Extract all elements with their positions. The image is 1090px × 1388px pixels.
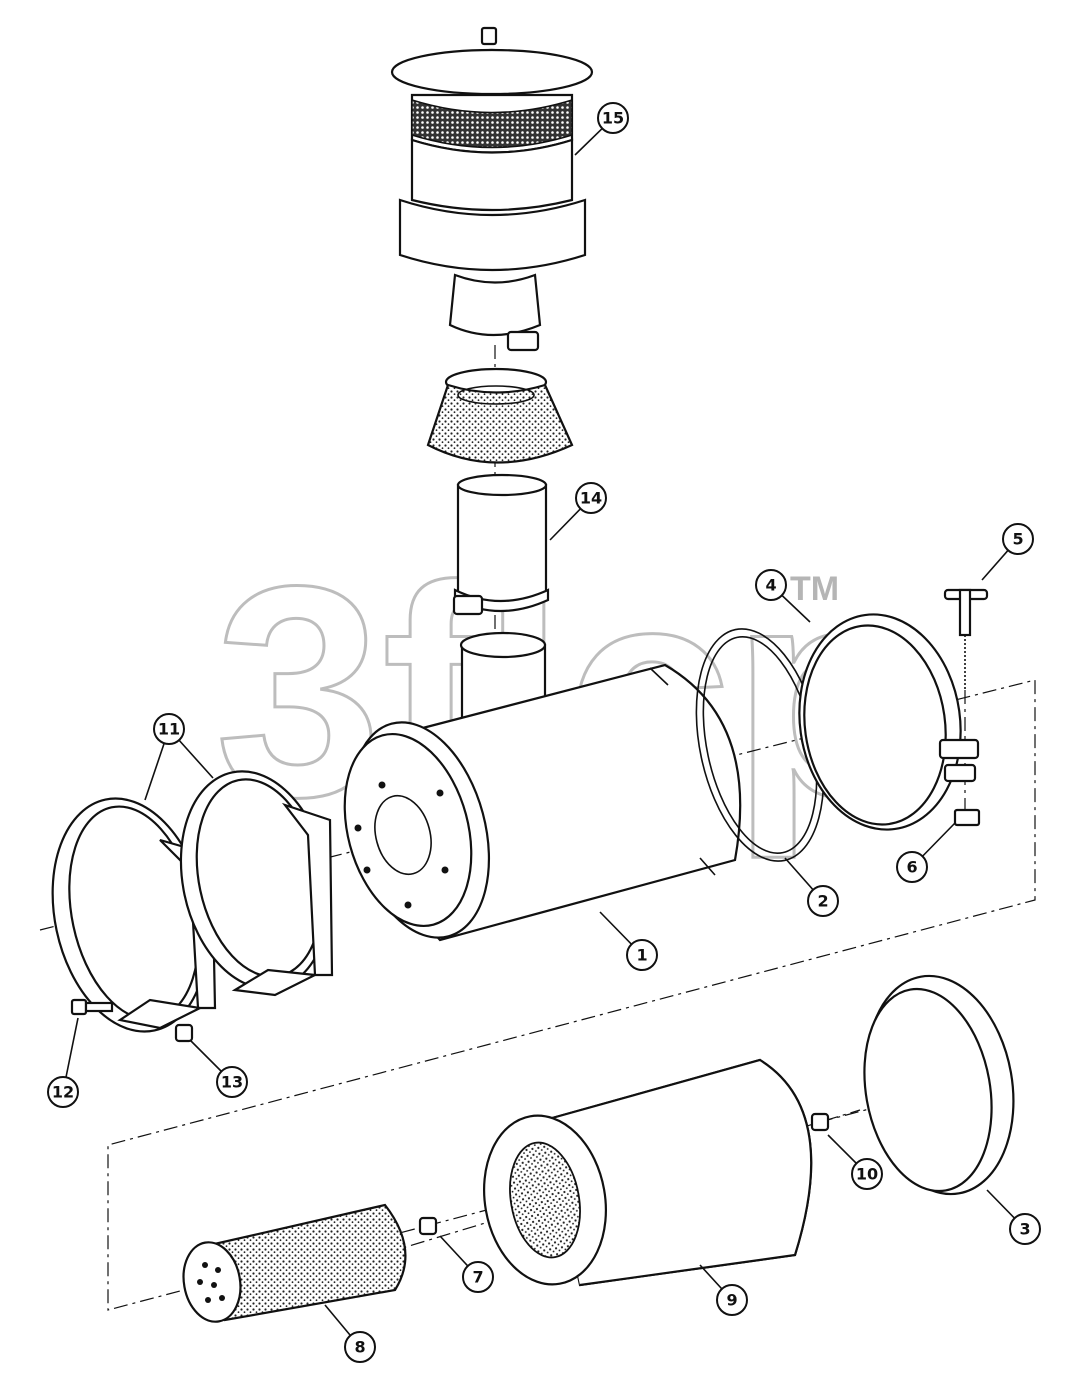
svg-text:6: 6 [906, 858, 917, 877]
inlet-tube [452, 473, 550, 616]
callout-4: 4 [755, 569, 787, 601]
callout-8: 8 [344, 1331, 376, 1363]
watermark-tm: TM [790, 570, 839, 608]
element-nut-outer [810, 1112, 830, 1132]
callout-15: 15 [597, 102, 629, 134]
svg-text:10: 10 [856, 1165, 878, 1184]
callout-12: 12 [47, 1076, 79, 1108]
callout-1: 1 [626, 939, 658, 971]
svg-text:3: 3 [1019, 1220, 1030, 1239]
svg-text:14: 14 [580, 489, 602, 508]
callout-6: 6 [896, 851, 928, 883]
svg-text:4: 4 [765, 576, 776, 595]
callout-13: 13 [216, 1066, 248, 1098]
svg-text:8: 8 [354, 1338, 365, 1357]
callout-5: 5 [1002, 523, 1034, 555]
clamp-band [798, 613, 980, 831]
callout-2: 2 [807, 885, 839, 917]
callout-14: 14 [575, 482, 607, 514]
callout-10: 10 [851, 1158, 883, 1190]
svg-text:7: 7 [472, 1268, 483, 1287]
mounting-straps [51, 770, 334, 1033]
svg-text:12: 12 [52, 1083, 74, 1102]
strap-nut [174, 1023, 194, 1043]
t-bolt [943, 588, 989, 690]
svg-text:9: 9 [726, 1291, 737, 1310]
pre-cleaner-assembly [390, 26, 594, 352]
svg-text:11: 11 [158, 720, 180, 739]
rubber-boot [426, 367, 574, 464]
dust-cup [863, 974, 1015, 1196]
svg-text:5: 5 [1012, 530, 1023, 549]
callout-9: 9 [716, 1284, 748, 1316]
callout-7: 7 [462, 1261, 494, 1293]
svg-text:2: 2 [817, 892, 828, 911]
svg-text:13: 13 [221, 1073, 243, 1092]
safety-filter-element [182, 1203, 407, 1323]
svg-text:15: 15 [602, 109, 624, 128]
strap-bolt [70, 998, 114, 1016]
callout-3: 3 [1009, 1213, 1041, 1245]
element-nut-inner [418, 1216, 438, 1236]
t-bolt-nut [953, 808, 981, 827]
callout-11: 11 [153, 713, 185, 745]
svg-text:1: 1 [636, 946, 647, 965]
primary-filter-element [482, 1058, 813, 1287]
callouts: 1 2 3 4 5 6 7 8 9 10 11 12 13 14 15 [47, 102, 1041, 1363]
air-cleaner-housing [343, 631, 742, 942]
